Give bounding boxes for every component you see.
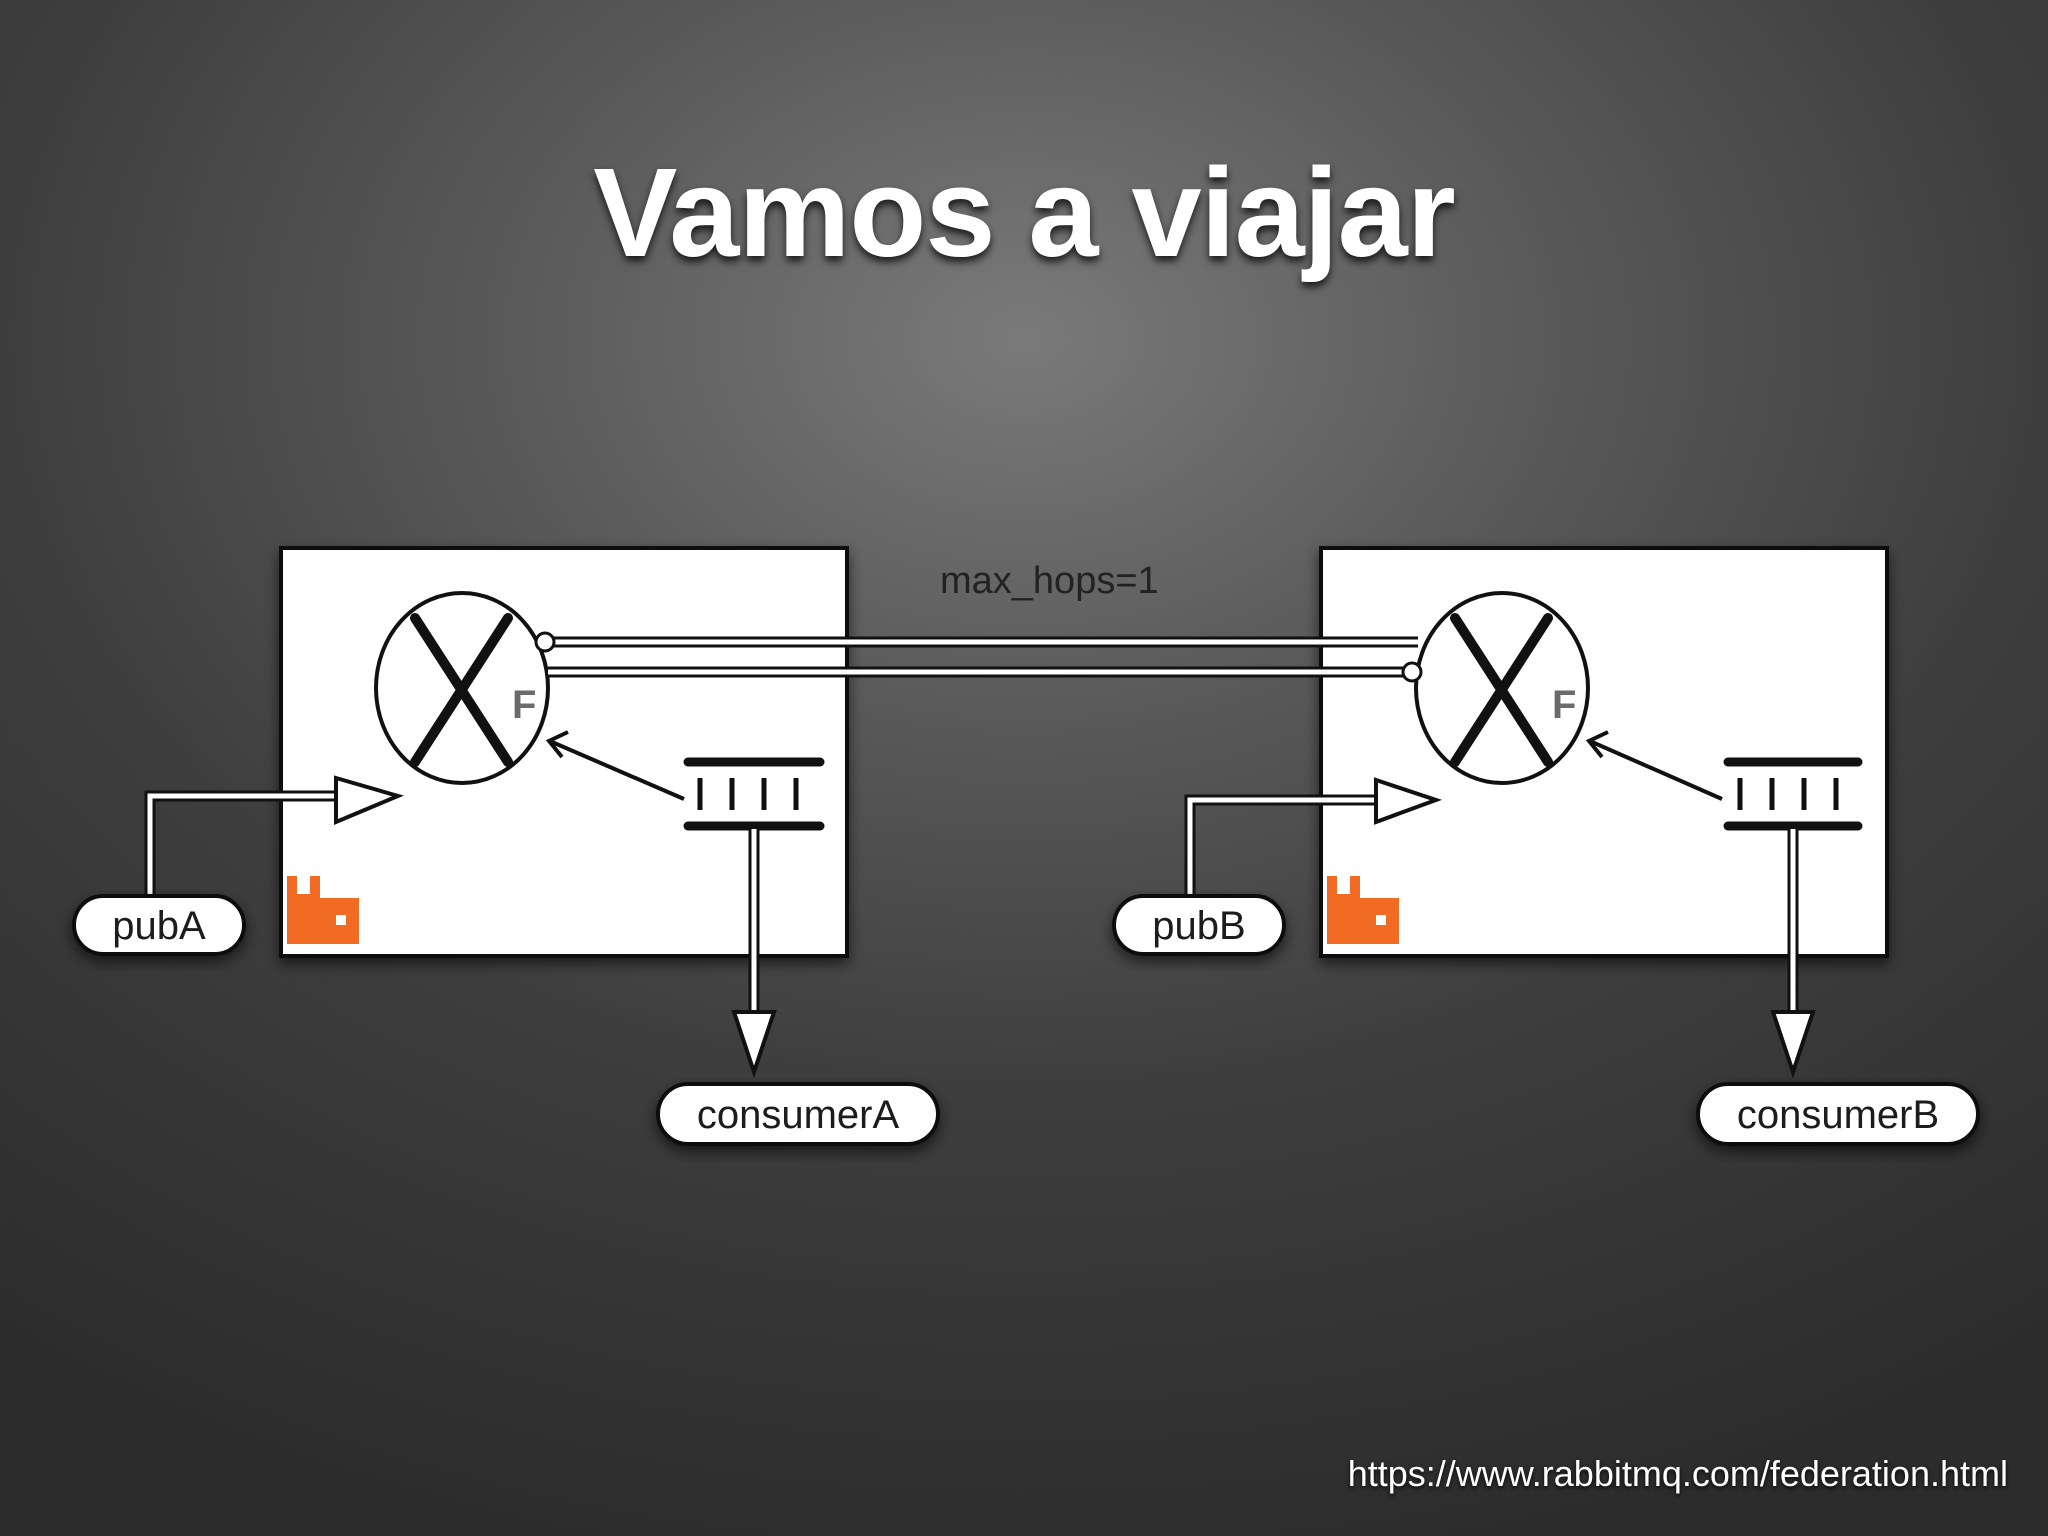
exchange-b-icon: F — [1414, 591, 1590, 785]
exchange-a-icon: F — [374, 591, 550, 785]
slide-title: Vamos a viajar — [593, 142, 1456, 283]
consumer-b-node: consumerB — [1696, 1082, 1980, 1146]
publish-b-arrow — [1184, 777, 1443, 902]
broker-a: F — [279, 546, 849, 958]
rabbitmq-logo-b-icon — [1327, 876, 1399, 944]
publisher-b-node: pubB — [1112, 894, 1286, 956]
publisher-a-label: pubA — [112, 904, 206, 948]
source-link[interactable]: https://www.rabbitmq.com/federation.html — [1347, 1453, 2008, 1494]
federation-link-lower — [548, 661, 1423, 683]
broker-b: F — [1319, 546, 1889, 958]
federation-link-upper — [534, 631, 1418, 653]
consumer-a-node: consumerA — [656, 1082, 940, 1146]
queue-a-icon — [683, 757, 825, 831]
consumer-a-label: consumerA — [697, 1093, 900, 1137]
binding-b-arrow — [1585, 730, 1723, 801]
queue-b-icon — [1723, 757, 1863, 831]
publisher-a-node: pubA — [72, 894, 246, 956]
deliver-a-arrow — [731, 829, 777, 1079]
broker-b-box — [1319, 546, 1889, 958]
consumer-b-label: consumerB — [1737, 1093, 1939, 1137]
exchange-a-tag: F — [512, 683, 536, 727]
rabbitmq-logo-a-icon — [287, 876, 359, 944]
broker-a-box — [279, 546, 849, 958]
deliver-b-arrow — [1770, 829, 1816, 1079]
binding-a-arrow — [545, 730, 685, 801]
max-hops-label: max_hops=1 — [940, 560, 1159, 602]
exchange-b-tag: F — [1552, 683, 1576, 727]
publish-a-arrow — [144, 775, 404, 902]
publisher-b-label: pubB — [1152, 904, 1245, 948]
